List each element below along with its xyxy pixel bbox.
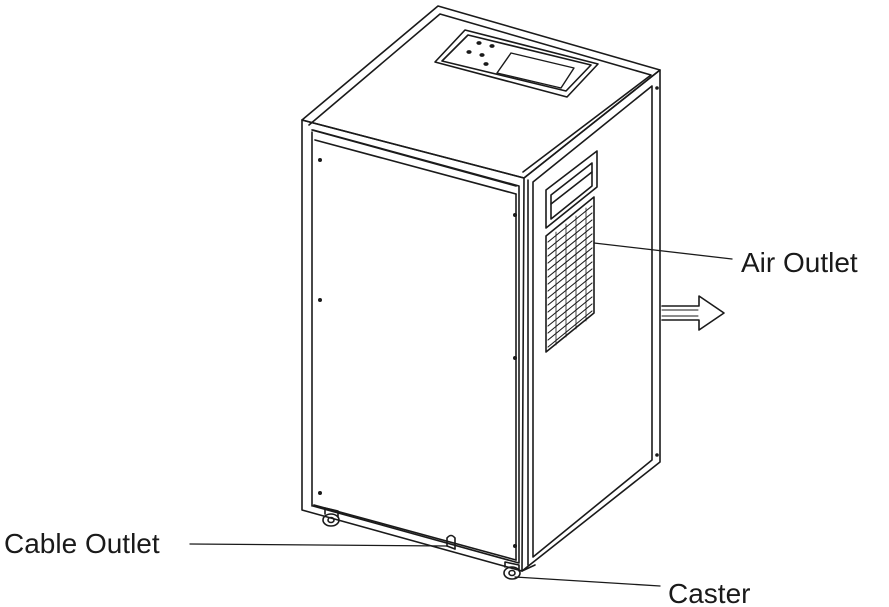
control-buttons <box>466 41 495 66</box>
control-panel <box>434 29 599 98</box>
unit-top-face <box>301 5 661 187</box>
air-outlet-grille <box>545 196 595 353</box>
cable-outlet <box>446 534 456 550</box>
cable-outlet-leader <box>189 543 448 547</box>
air-outlet-label: Air Outlet <box>741 247 858 278</box>
side-screws <box>655 86 659 457</box>
airflow-arrow <box>661 295 725 331</box>
unit-side-face <box>521 69 661 572</box>
cable-outlet-label: Cable Outlet <box>4 528 160 559</box>
unit-front-face <box>301 119 525 572</box>
air-outlet-leader <box>593 242 733 260</box>
panel-screws <box>318 158 517 548</box>
caster-leader <box>514 576 661 587</box>
carry-handle <box>545 150 598 229</box>
caster-wheels <box>322 507 521 580</box>
caster-label: Caster <box>668 578 750 607</box>
